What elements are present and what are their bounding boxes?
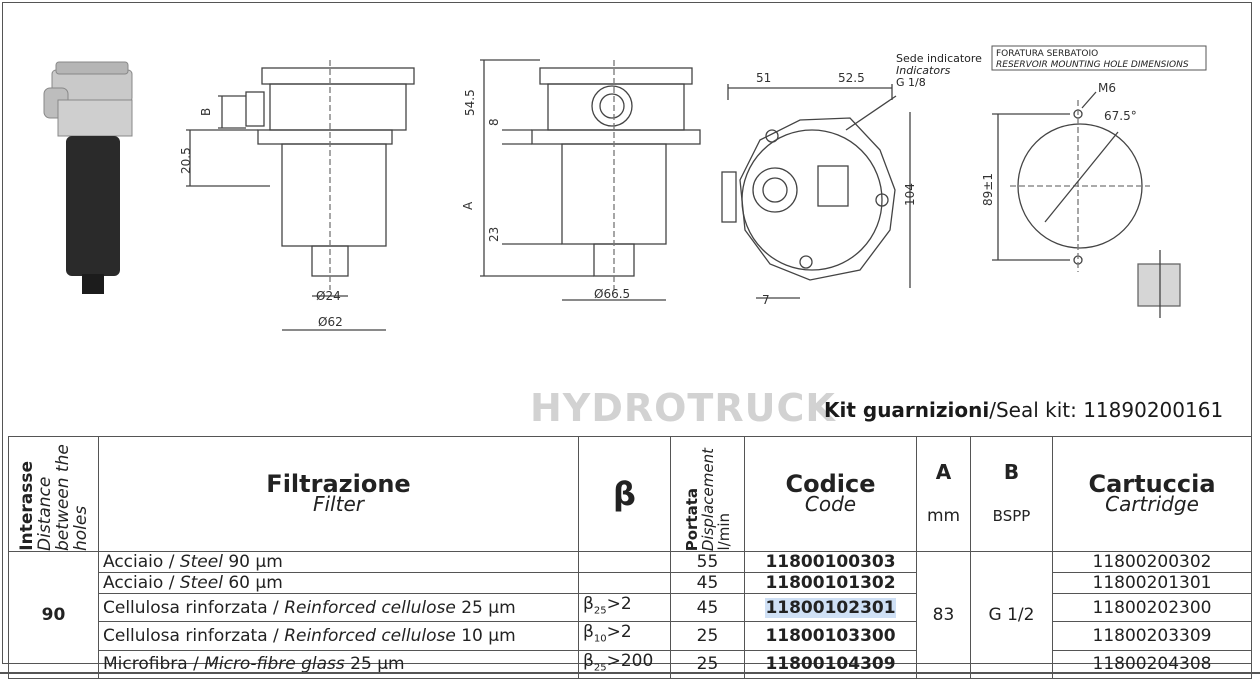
interasse-value: 90	[8, 550, 99, 680]
header-codice: Codice Code	[744, 436, 917, 552]
header-a: A mm	[916, 436, 971, 552]
reservoir-title-it: FORATURA SERBATOIO	[996, 49, 1098, 59]
top-view-drawing	[721, 84, 911, 299]
filter-cell: Cellulosa rinforzata / Reinforced cellul…	[98, 621, 579, 651]
header-code-en: Code	[804, 492, 857, 516]
dim-b: B	[199, 108, 213, 116]
dim-51: 51	[756, 71, 771, 85]
reservoir-hole-drawing	[992, 91, 1181, 318]
dim-d24: Ø24	[316, 289, 341, 303]
header-a-label: A	[935, 460, 952, 484]
reservoir-title-en: RESERVOIR MOUNTING HOLE DIMENSIONS	[996, 60, 1189, 70]
seal-kit-label-en: /Seal kit: 11890200161	[989, 398, 1224, 422]
dim-m6: M6	[1098, 81, 1116, 95]
technical-drawings: B 20.5 Ø24 Ø62 54.5 8 A 23 Ø66.5 51 52.5…	[43, 45, 1207, 331]
dim-20-5: 20.5	[179, 147, 193, 174]
beta-cell	[578, 572, 671, 594]
code-cell: 11800104309	[744, 649, 917, 680]
code-cell: 11800100303	[744, 551, 917, 573]
dim-52-5: 52.5	[838, 71, 865, 85]
indicator-thread: G 1/8	[896, 76, 926, 89]
seal-kit-line: Kit guarnizioni/Seal kit: 11890200161	[824, 398, 1223, 422]
cartridge-cell: 11800200302	[1052, 551, 1252, 573]
spec-table: Interasse Distance between the holes Fil…	[8, 436, 1252, 680]
header-b-label: B	[1003, 460, 1020, 484]
cartridge-cell: 11800204308	[1052, 649, 1252, 680]
dim-angle: 67.5°	[1104, 109, 1137, 123]
header-portata-it: Portata	[682, 487, 701, 551]
b-value: G 1/2	[970, 550, 1053, 680]
flow-cell: 55	[670, 551, 745, 573]
filter-cell: Cellulosa rinforzata / Reinforced cellul…	[98, 592, 579, 623]
header-portata: Portata Displacement l/min	[670, 436, 745, 552]
flow-cell: 25	[670, 649, 745, 680]
header-cartuccia-it: Cartuccia	[1088, 470, 1216, 498]
header-filtrazione: Filtrazione Filter	[98, 436, 579, 552]
filter-cell: Acciaio / Steel 60 µm	[98, 572, 579, 594]
header-portata-en: Displacement	[698, 447, 717, 551]
flow-cell: 45	[670, 592, 745, 623]
page-bottom-rule	[0, 672, 1260, 674]
seal-kit-label-it: Kit guarnizioni	[824, 398, 990, 422]
code-cell: 11800102301	[744, 592, 917, 623]
header-cartuccia: Cartuccia Cartridge	[1052, 436, 1252, 552]
reservoir-box	[991, 45, 1207, 71]
beta-cell: β25>200	[578, 649, 671, 680]
header-beta: β	[578, 436, 671, 552]
header-codice-it: Codice	[785, 470, 876, 498]
header-b: B BSPP	[970, 436, 1053, 552]
cartridge-cell: 11800201301	[1052, 572, 1252, 594]
front-view-drawing	[480, 59, 701, 301]
dim-89: 89±1	[981, 173, 995, 206]
flow-cell: 45	[670, 572, 745, 594]
header-interasse: Interasse Distance between the holes	[8, 436, 99, 552]
header-a-unit: mm	[926, 506, 961, 526]
header-cartridge-en: Cartridge	[1105, 492, 1199, 516]
header-filter-en: Filter	[313, 492, 364, 516]
flow-cell: 25	[670, 621, 745, 651]
indicator-label-en: Indicators	[896, 64, 951, 77]
table-header-row: Interasse Distance between the holes Fil…	[8, 436, 1252, 552]
header-filtrazione-it: Filtrazione	[266, 470, 411, 498]
dim-a: A	[461, 201, 475, 210]
beta-cell: β25>2	[578, 592, 671, 623]
cartridge-cell: 11800202300	[1052, 592, 1252, 623]
a-value: 83	[916, 550, 971, 680]
dim-104: 104	[903, 183, 917, 206]
cartridge-cell: 11800203309	[1052, 621, 1252, 651]
header-interasse-en: Distance between the holes	[34, 444, 91, 551]
filter-product-photo	[43, 61, 133, 294]
dim-8: 8	[487, 118, 501, 126]
dim-54-5: 54.5	[463, 89, 477, 116]
code-cell: 11800101302	[744, 572, 917, 594]
watermark-logo: HYDROTRUCK	[530, 386, 836, 430]
dim-23: 23	[487, 227, 501, 242]
beta-cell	[578, 551, 671, 573]
filter-cell: Acciaio / Steel 90 µm	[98, 551, 579, 573]
code-cell: 11800103300	[744, 621, 917, 651]
table-row: Cellulosa rinforzata / Reinforced cellul…	[9, 592, 1252, 623]
dim-d66-5: Ø66.5	[594, 287, 630, 301]
table-row: Cellulosa rinforzata / Reinforced cellul…	[9, 621, 1252, 651]
dim-d62: Ø62	[318, 315, 343, 329]
header-b-unit: BSPP	[992, 507, 1031, 525]
filter-cell: Microfibra / Micro-fibre glass 25 µm	[98, 649, 579, 680]
header-portata-unit: l/min	[714, 513, 733, 551]
beta-cell: β10>2	[578, 621, 671, 651]
indicator-label-it: Sede indicatore	[896, 52, 982, 65]
header-interasse-it: Interasse	[16, 461, 37, 551]
dim-7: 7	[762, 293, 770, 307]
side-view-drawing	[186, 60, 415, 331]
